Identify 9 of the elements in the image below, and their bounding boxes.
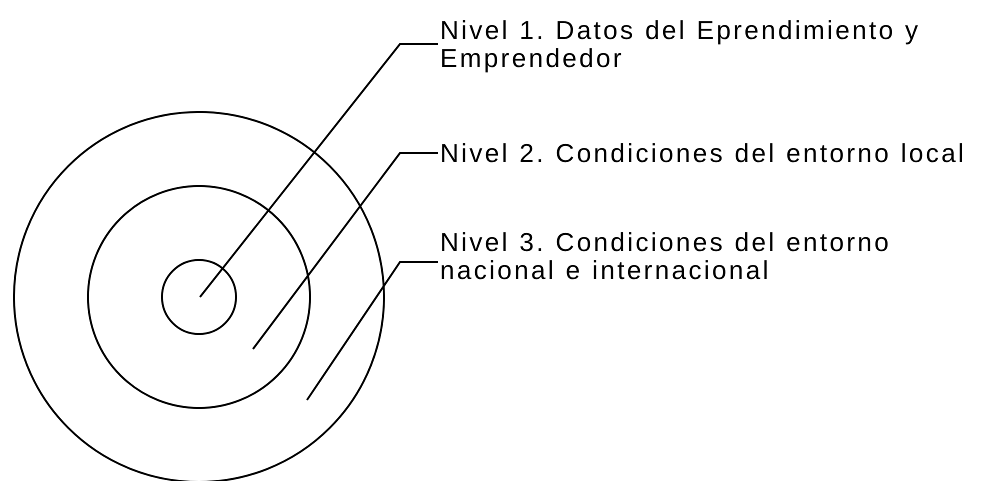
ring: [87, 185, 311, 409]
level-label: Nivel 1. Datos del Eprendimiento y Emprendedor: [440, 16, 955, 72]
leader-line: [306, 261, 438, 401]
level-label: Nivel 2. Condiciones del entorno local: [440, 139, 986, 167]
level-label: Nivel 3. Condiciones del entorno nacional e internacional: [440, 228, 918, 284]
ring: [161, 259, 237, 335]
leader-line: [252, 152, 438, 350]
leader-line: [199, 43, 438, 298]
ring: [13, 111, 385, 481]
